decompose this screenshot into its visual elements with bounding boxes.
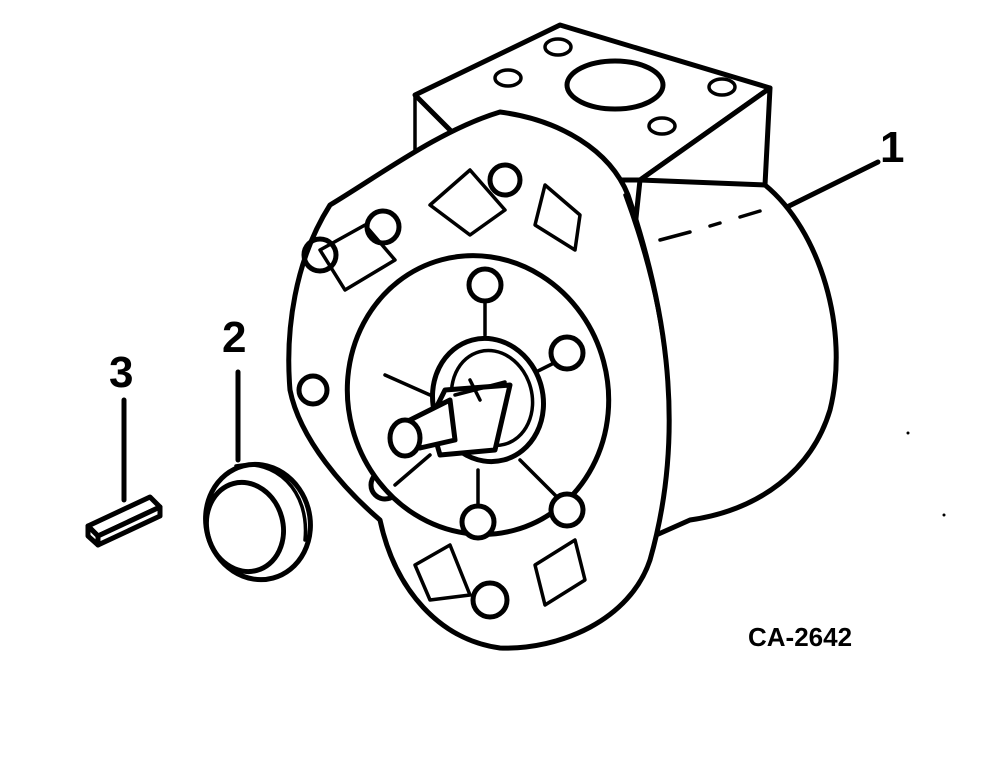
mount-bolt-hole	[543, 37, 573, 57]
callout-2-number: 2	[222, 313, 246, 362]
drive-shaft	[387, 378, 513, 459]
mount-bolt-hole	[647, 116, 677, 136]
callout-1-leader	[784, 159, 881, 210]
flange-rib-cutout	[413, 543, 472, 602]
callout-1-number: 1	[880, 123, 904, 172]
flange-rib-cutout	[318, 223, 397, 292]
pump-assembly	[286, 22, 839, 651]
scan-speck	[906, 431, 910, 435]
scan-speck	[942, 513, 946, 517]
shaft-key	[85, 494, 163, 548]
mount-port-opening	[564, 58, 666, 112]
callout-2: 2	[222, 313, 246, 463]
inner-face-bolt-holes	[459, 266, 586, 541]
callout-3-number: 3	[109, 348, 133, 397]
flange-rib-cutout	[533, 538, 587, 607]
flange-rib-cutout	[428, 168, 507, 237]
figure-code: CA-2642	[748, 622, 852, 652]
mount-bolt-hole	[707, 77, 737, 97]
callout-1: 1	[784, 123, 904, 210]
pump-center-line	[658, 209, 762, 242]
mount-bolt-hole	[493, 68, 523, 88]
callout-3: 3	[109, 348, 133, 503]
shaft-seal-ring	[203, 461, 313, 583]
flange-rib-cutout	[533, 183, 582, 252]
